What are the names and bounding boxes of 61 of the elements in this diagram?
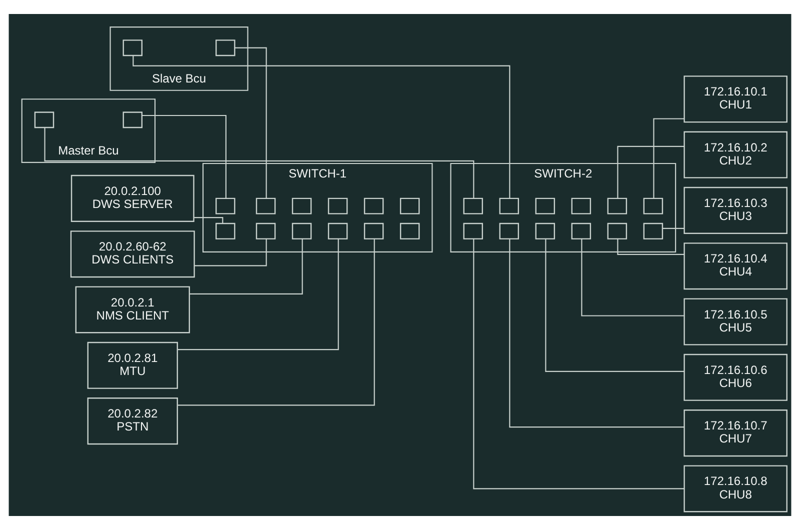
node-box bbox=[571, 197, 592, 214]
connector bbox=[617, 238, 684, 254]
node-box bbox=[535, 197, 556, 214]
node-box bbox=[216, 39, 236, 56]
node-box bbox=[122, 111, 142, 128]
node-box: 20.0.2.81 MTU bbox=[87, 341, 178, 388]
connector bbox=[234, 46, 267, 198]
node-box: 172.16.10.4 CHU4 bbox=[684, 242, 788, 290]
connector bbox=[142, 114, 226, 198]
node-box: 172.16.10.8 CHU8 bbox=[684, 464, 788, 512]
connector bbox=[545, 238, 684, 372]
node-box: 172.16.10.7 CHU7 bbox=[684, 409, 788, 456]
node-box: 172.16.10.6 CHU6 bbox=[684, 353, 788, 400]
node-box: 172.16.10.5 CHU5 bbox=[684, 298, 788, 345]
node-box: 20.0.2.82 PSTN bbox=[87, 397, 178, 444]
node-box bbox=[463, 222, 483, 239]
connector bbox=[178, 238, 375, 406]
node-box bbox=[216, 222, 236, 239]
connector bbox=[44, 127, 474, 198]
node-box: 20.0.2.60-62 DWS CLIENTS bbox=[70, 230, 195, 278]
node-box bbox=[400, 197, 420, 214]
node-box bbox=[256, 197, 276, 214]
node-box: 172.16.10.2 CHU2 bbox=[684, 130, 788, 178]
node-box bbox=[256, 222, 276, 239]
node-box: 20.0.2.1 NMS CLIENT bbox=[75, 286, 190, 333]
connector bbox=[190, 238, 303, 294]
node-box bbox=[607, 222, 628, 239]
connector bbox=[581, 238, 684, 316]
node-box bbox=[463, 197, 483, 214]
connector bbox=[194, 238, 267, 266]
node-box: 172.16.10.1 CHU1 bbox=[684, 75, 788, 122]
node-box bbox=[499, 222, 519, 239]
node-box bbox=[292, 222, 312, 239]
node-box bbox=[328, 197, 348, 214]
cluster: Master Bcu bbox=[21, 98, 156, 162]
cluster: SWITCH-2 bbox=[450, 162, 676, 252]
connector bbox=[473, 238, 684, 489]
connector bbox=[662, 227, 684, 228]
node-box bbox=[535, 222, 556, 239]
node-box bbox=[643, 222, 664, 239]
connector bbox=[653, 118, 684, 198]
node-box bbox=[216, 197, 236, 214]
connector bbox=[194, 216, 224, 223]
cluster: SWITCH-1 bbox=[202, 162, 433, 252]
node-box bbox=[643, 197, 664, 214]
node-box bbox=[122, 39, 142, 56]
node-box bbox=[34, 111, 54, 128]
connector bbox=[617, 145, 684, 198]
connector bbox=[509, 238, 684, 428]
node-box bbox=[607, 197, 628, 214]
node-box bbox=[571, 222, 592, 239]
node-box bbox=[400, 222, 420, 239]
node-box bbox=[364, 222, 384, 239]
node-box bbox=[364, 197, 384, 214]
connector bbox=[178, 238, 339, 350]
cluster: Slave Bcu bbox=[110, 26, 248, 90]
node-box: 172.16.10.3 CHU3 bbox=[684, 186, 788, 234]
node-box: 20.0.2.100 DWS SERVER bbox=[70, 174, 194, 222]
node-box bbox=[292, 197, 312, 214]
node-box bbox=[328, 222, 348, 239]
node-box bbox=[499, 197, 519, 214]
